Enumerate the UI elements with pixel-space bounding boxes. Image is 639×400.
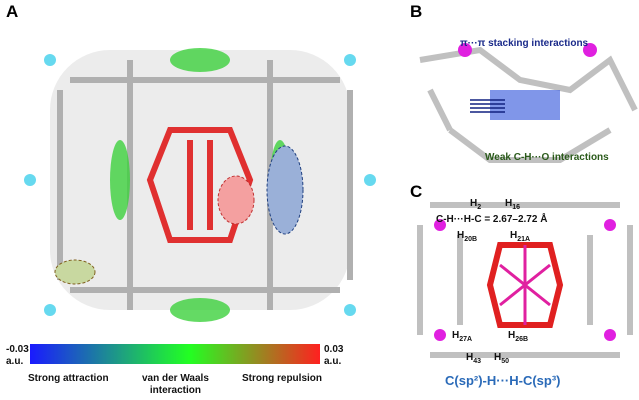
panel-label-b: B <box>410 2 423 21</box>
label-h21a: H21A <box>510 230 530 243</box>
pi-stacking-render <box>419 43 638 163</box>
h2-subscript: 2 <box>477 204 482 211</box>
min-unit: a.u. <box>6 356 24 367</box>
label-h2: H2 <box>470 198 481 211</box>
h20b-subscript: 20B <box>464 236 478 243</box>
label-h16: H16 <box>505 198 520 211</box>
panel-label-c: C <box>410 182 423 201</box>
h50-symbol: H <box>494 352 502 363</box>
label-h26b: H26B <box>508 330 528 343</box>
label-h27a: H27A <box>452 330 472 343</box>
molecular-cage-nci-render <box>24 48 376 322</box>
highlight-repulsion <box>217 175 255 225</box>
pi-stacking-label: π···π stacking interactions <box>460 38 589 49</box>
mid-label-1: van der Waals <box>142 373 209 384</box>
min-value: -0.03 <box>6 344 29 355</box>
h20b-symbol: H <box>457 230 465 241</box>
h16-symbol: H <box>505 198 513 209</box>
highlight-vdw <box>54 259 96 285</box>
label-h20b: H20B <box>457 230 477 243</box>
max-unit: a.u. <box>324 356 342 367</box>
h21a-symbol: H <box>510 230 518 241</box>
h43-symbol: H <box>466 352 474 363</box>
label-h43: H43 <box>466 352 481 365</box>
highlight-attraction <box>266 145 304 235</box>
mid-label-2: interaction <box>149 385 201 396</box>
h50-subscript: 50 <box>501 358 510 365</box>
label-h50: H50 <box>494 352 509 365</box>
h2-symbol: H <box>470 198 478 209</box>
ch-o-label: Weak C-H···O interactions <box>485 152 609 163</box>
h16-subscript: 16 <box>512 204 521 211</box>
colorbar-left-label: Strong attraction <box>28 373 109 384</box>
interaction-caption: C(sp²)-H···H-C(sp³) <box>445 373 561 388</box>
max-value: 0.03 <box>324 344 344 355</box>
h27a-subscript: 27A <box>459 336 473 343</box>
panel-label-a: A <box>6 2 19 21</box>
h26b-symbol: H <box>508 330 516 341</box>
h27a-symbol: H <box>452 330 460 341</box>
distance-equation: C-H···H-C = 2.67–2.72 Å <box>436 214 548 225</box>
h21a-subscript: 21A <box>517 236 531 243</box>
h26b-subscript: 26B <box>515 336 529 343</box>
colorbar-right-label: Strong repulsion <box>242 373 322 384</box>
h43-subscript: 43 <box>473 358 482 365</box>
ch-hc-render <box>417 202 633 358</box>
color-scale-bar <box>30 344 320 364</box>
